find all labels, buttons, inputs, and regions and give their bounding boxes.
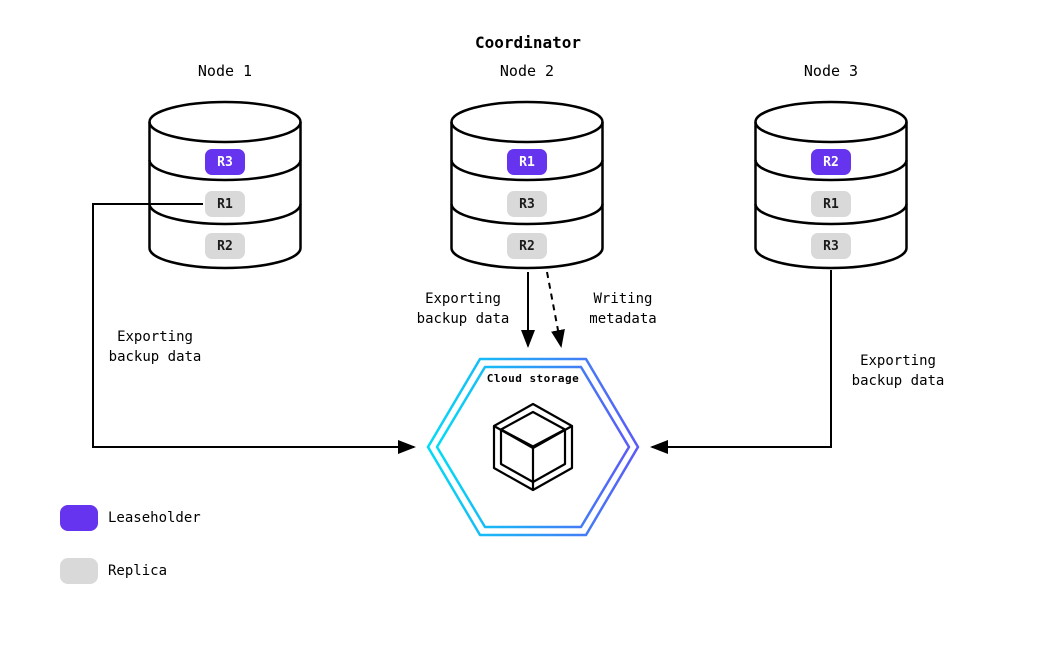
arrow-label-node2-metadata: Writing metadata (589, 291, 657, 327)
range-badge-replica: R3 (811, 233, 851, 259)
arrow-label-node3-export: Exporting backup data (851, 353, 945, 389)
node-1: Node 1 R3 R1 R2 (125, 62, 325, 292)
cube-icon (492, 402, 574, 492)
node-1-label: Node 1 (197, 62, 253, 80)
range-badge-leaseholder: R3 (205, 149, 245, 175)
range-badge-replica: R2 (507, 233, 547, 259)
range-badge-leaseholder: R1 (507, 149, 547, 175)
legend-swatch-replica (60, 558, 98, 584)
node-3-label: Node 3 (803, 62, 859, 80)
node-3: Node 3 R2 R1 R3 (731, 62, 931, 292)
arrow-label-node1-export: Exporting backup data (108, 329, 202, 365)
database-cylinder-icon (754, 100, 908, 270)
legend-label-replica: Replica (108, 563, 168, 579)
range-badge-replica: R2 (205, 233, 245, 259)
database-cylinder-icon (450, 100, 604, 270)
node-2: Node 2 R1 R3 R2 (427, 62, 627, 292)
node-2-label: Node 2 (499, 62, 555, 80)
range-badge-replica: R3 (507, 191, 547, 217)
cloud-storage-label: Cloud storage (486, 372, 580, 385)
range-badge-leaseholder: R2 (811, 149, 851, 175)
legend-swatch-leaseholder (60, 505, 98, 531)
diagram-title: Coordinator (475, 33, 581, 52)
legend-label-leaseholder: Leaseholder (108, 510, 201, 526)
range-badge-replica: R1 (205, 191, 245, 217)
cloud-storage-hexagon (426, 357, 640, 537)
database-cylinder-icon (148, 100, 302, 270)
range-badge-replica: R1 (811, 191, 851, 217)
arrow-label-node2-export: Exporting backup data (416, 291, 510, 327)
